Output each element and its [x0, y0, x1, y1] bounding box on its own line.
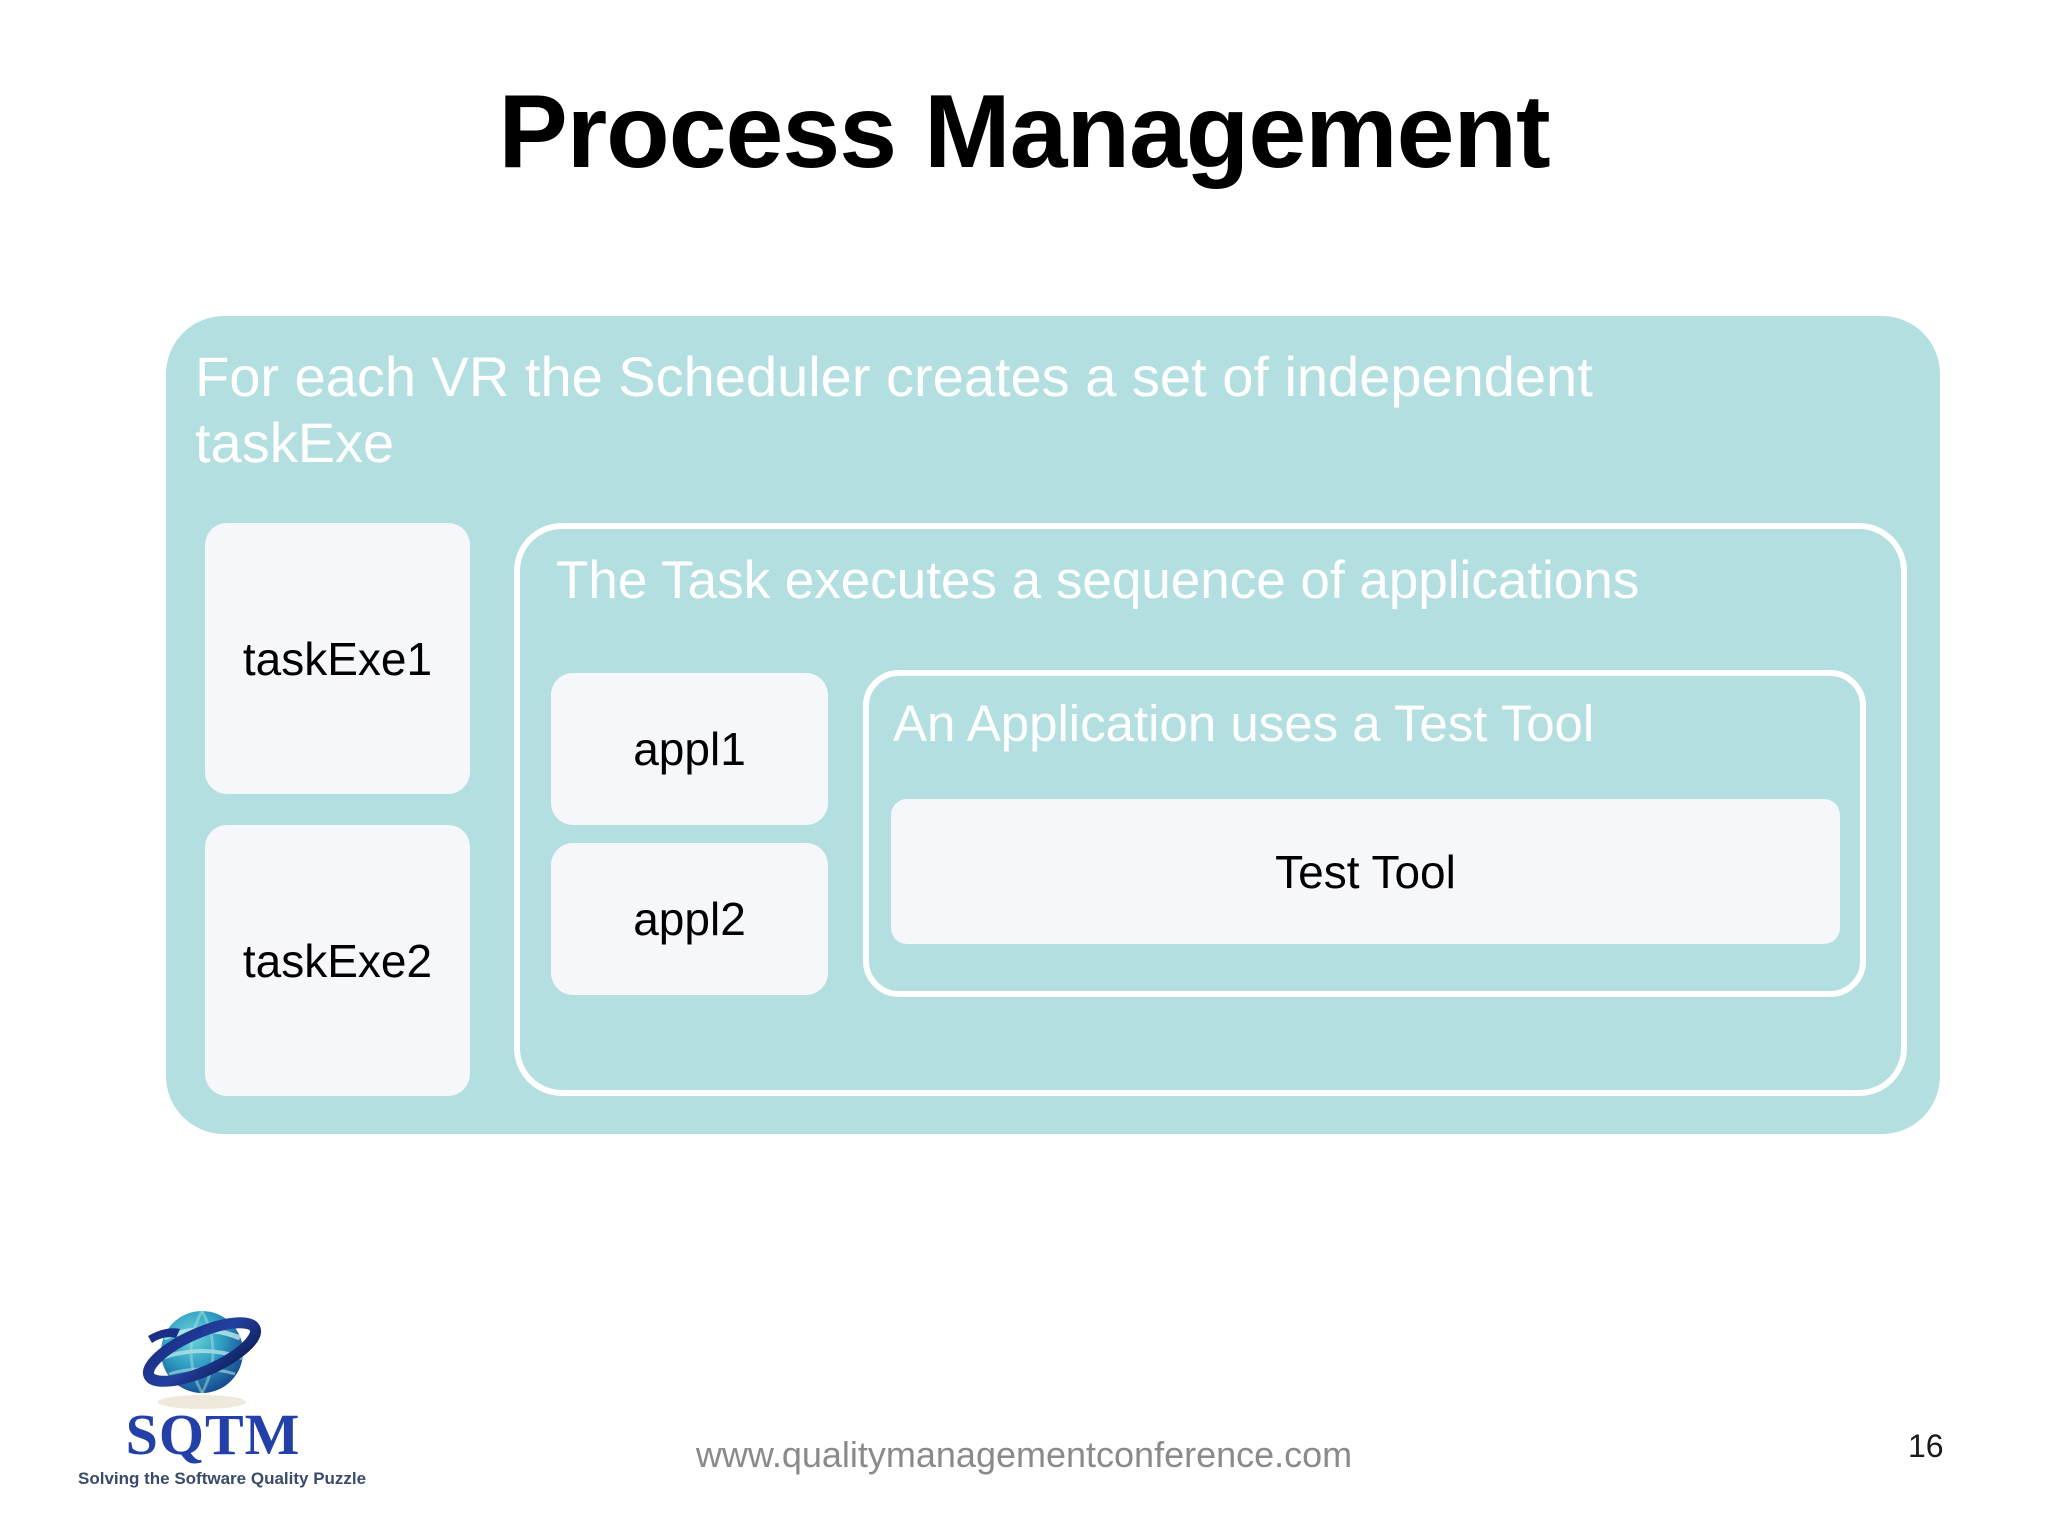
sqtm-wordmark: SQTM — [125, 1402, 301, 1467]
application-panel-caption: An Application uses a Test Tool — [893, 695, 1595, 752]
appl2-box[interactable]: appl2 — [551, 843, 828, 995]
vr-scheduler-panel: For each VR the Scheduler creates a set … — [166, 316, 1940, 1134]
sqtm-logo: SQTM Solving the Software Quality Puzzle — [78, 1298, 367, 1498]
taskexe2-label: taskExe2 — [242, 934, 433, 987]
test-tool-box[interactable]: Test Tool — [891, 799, 1840, 944]
taskexe1-box[interactable]: taskExe1 — [205, 523, 470, 794]
page-number: 16 — [1908, 1428, 1944, 1464]
test-tool-label: Test Tool — [1275, 845, 1456, 898]
footer-url[interactable]: www.qualitymanagementconference.com — [695, 1434, 1353, 1475]
task-panel-caption: The Task executes a sequence of applicat… — [556, 551, 1640, 610]
appl1-label: appl1 — [633, 723, 746, 775]
application-panel: An Application uses a Test Tool Test Too… — [863, 670, 1866, 997]
task-panel: The Task executes a sequence of applicat… — [514, 523, 1907, 1096]
globe-icon — [136, 1298, 266, 1410]
taskexe-column: taskExe1 taskExe2 — [205, 523, 470, 1096]
appl-column: appl1 appl2 — [551, 673, 828, 995]
taskexe1-label: taskExe1 — [242, 632, 433, 685]
vr-scheduler-caption: For each VR the Scheduler creates a set … — [195, 345, 1593, 474]
appl2-label: appl2 — [633, 893, 746, 945]
taskexe2-box[interactable]: taskExe2 — [205, 825, 470, 1096]
appl1-box[interactable]: appl1 — [551, 673, 828, 825]
sqtm-tagline: Solving the Software Quality Puzzle — [78, 1469, 367, 1488]
page-title: Process Management — [498, 74, 1550, 190]
